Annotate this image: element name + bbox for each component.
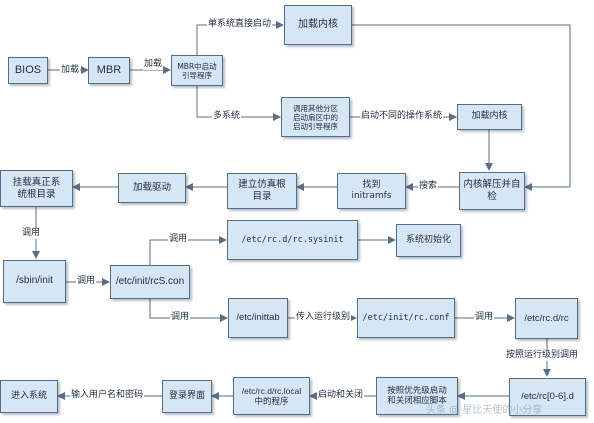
edge-multi-boot — [196, 86, 281, 121]
priority-scripts-box: 按照优先级启动 和关闭相应脚本 — [376, 377, 458, 415]
label-multi-boot: 多系统 — [212, 111, 242, 122]
mount-real-root-box: 挂载真正系 统根目录 — [0, 170, 73, 207]
label-load-1: 加载 — [60, 65, 81, 76]
inittab-box: /etc/inittab — [228, 298, 288, 338]
label-single-boot: 单系统直接启动 — [207, 19, 273, 30]
label-boot-other-os: 启动不同的操作系统 — [360, 111, 444, 122]
label-start-and-stop: 启动和关闭 — [317, 390, 365, 401]
watermark-text: 头条 @ 星比天使的小分享 — [426, 405, 543, 416]
label-call-1: 调用 — [21, 228, 42, 239]
label-call-2: 调用 — [76, 276, 97, 287]
sbin-init-box: /sbin/init — [3, 260, 66, 303]
rc-levels-box: /etc/rc[0-6].d — [509, 378, 586, 416]
load-kernel-box-2: 加载内核 — [457, 104, 522, 130]
mbr-loader-box: MBR中启动 引导程序 — [171, 55, 223, 86]
label-call-by-runlevel: 按照运行级别调用 — [505, 350, 580, 361]
find-initramfs-box: 找到 initramfs — [337, 173, 406, 209]
edge-kernel1-decompress — [352, 24, 571, 191]
label-call-5: 调用 — [474, 312, 495, 323]
rc-d-rc-box: /etc/rc.d/rc — [515, 298, 578, 339]
rc-conf-box: /etc/init/rc.conf — [357, 298, 455, 338]
rc-local-box: /etc/rc.d/rc.local 中的程序 — [233, 377, 310, 415]
login-ui-box: 登录界面 — [162, 380, 212, 413]
label-search: 搜索 — [418, 181, 439, 192]
label-call-3: 调用 — [168, 234, 189, 245]
edge-rcs-sysinit — [149, 236, 227, 265]
label-pass-runlevel: 传入运行级别 — [295, 312, 352, 323]
rcs-conf-box: /etc/init/rcS.con — [110, 265, 190, 299]
enter-system-box: 进入系统 — [0, 380, 58, 413]
edge-rcs-inittab — [149, 299, 228, 322]
chain-loader-box: 调用其他分区 启动扇区中的 启动引导程序 — [281, 97, 350, 137]
bios-box: BIOS — [8, 57, 48, 84]
label-input-credentials: 输入用户名和密码 — [70, 390, 145, 401]
load-drivers-box: 加载驱动 — [118, 173, 186, 203]
label-load-2: 加载 — [143, 59, 164, 70]
rc-sysinit-box: /etc/rc.d/rc.sysinit — [227, 220, 358, 260]
system-init-box: 系统初始化 — [396, 224, 461, 257]
load-kernel-box-1: 加载内核 — [284, 5, 352, 45]
label-call-4: 调用 — [170, 312, 191, 323]
build-fake-root-box: 建立仿真根 目录 — [227, 173, 297, 209]
kernel-decompress-box: 内核解压并自 检 — [459, 172, 525, 210]
mbr-box: MBR — [88, 57, 130, 84]
